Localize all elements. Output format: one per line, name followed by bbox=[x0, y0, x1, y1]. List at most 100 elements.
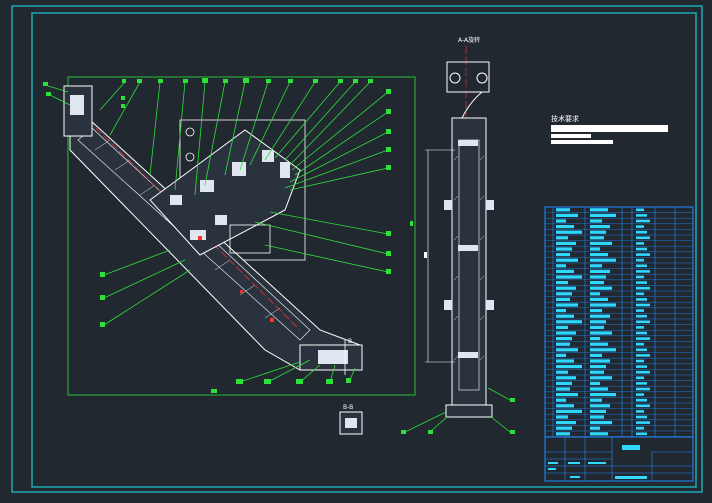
parts-entry-material bbox=[590, 213, 616, 217]
parts-entry-name bbox=[556, 269, 574, 273]
parts-entry-material bbox=[590, 365, 606, 369]
parts-entry-name bbox=[556, 353, 566, 357]
parts-entry-qty bbox=[636, 270, 650, 273]
parts-list-columns bbox=[552, 207, 676, 437]
notes-line-2 bbox=[551, 134, 591, 138]
parts-entry-material bbox=[590, 426, 600, 430]
parts-entry-material bbox=[590, 387, 608, 391]
parts-entry-material bbox=[590, 404, 610, 408]
parts-entry-qty bbox=[636, 258, 644, 262]
parts-entry-qty bbox=[636, 415, 647, 419]
parts-entry-material bbox=[590, 264, 602, 268]
parts-entry-qty bbox=[636, 264, 647, 268]
parts-entry-qty bbox=[636, 365, 647, 368]
parts-entry-name bbox=[556, 286, 576, 290]
parts-entry-name bbox=[556, 370, 568, 374]
inner-frame bbox=[31, 12, 697, 488]
parts-entry-qty bbox=[636, 314, 647, 318]
parts-entry-material bbox=[590, 253, 608, 257]
parts-entry-qty bbox=[636, 275, 644, 279]
parts-entry-qty bbox=[636, 292, 644, 296]
parts-entry-name bbox=[556, 421, 576, 425]
parts-entry-name bbox=[556, 325, 568, 329]
parts-entry-material bbox=[590, 208, 608, 212]
parts-entry-name bbox=[556, 236, 568, 240]
parts-entry-qty bbox=[636, 326, 644, 329]
title-block-code bbox=[615, 476, 647, 479]
outer-frame bbox=[11, 5, 703, 493]
parts-entry-material bbox=[590, 381, 600, 385]
notes-line-1 bbox=[551, 125, 668, 132]
title-block-grid bbox=[545, 437, 693, 481]
parts-entry-material bbox=[590, 241, 612, 245]
red-markers bbox=[198, 236, 274, 322]
parts-entry-name bbox=[556, 393, 578, 397]
parts-entry-material bbox=[590, 236, 604, 240]
parts-entry-name bbox=[556, 253, 570, 257]
parts-entry-qty bbox=[636, 393, 644, 396]
parts-entry-qty bbox=[636, 219, 650, 223]
parts-entry-material bbox=[590, 421, 612, 425]
parts-entry-name bbox=[556, 230, 582, 234]
view-boundary bbox=[67, 76, 416, 396]
parts-entry-material bbox=[590, 398, 602, 402]
parts-entry-name bbox=[556, 264, 566, 268]
parts-entry-material bbox=[590, 309, 602, 313]
parts-list-entries bbox=[556, 208, 650, 436]
parts-entry-qty bbox=[636, 348, 647, 352]
parts-entry-material bbox=[590, 415, 604, 419]
parts-entry-name bbox=[556, 292, 572, 296]
parts-entry-name bbox=[556, 365, 582, 369]
parts-entry-qty bbox=[636, 421, 650, 424]
parts-entry-name bbox=[556, 359, 574, 363]
top-clamp-detail bbox=[70, 95, 84, 115]
parts-list-rows bbox=[545, 212, 693, 437]
parts-entry-qty bbox=[636, 432, 647, 436]
section-label-b: B bbox=[348, 338, 352, 345]
detail-view-b: B-B bbox=[339, 404, 363, 435]
dimension-text bbox=[424, 252, 427, 258]
parts-entry-qty bbox=[636, 247, 647, 251]
column-view-label: A-A旋转 bbox=[458, 36, 480, 44]
parts-entry-qty bbox=[636, 208, 644, 212]
parts-entry-material bbox=[590, 303, 616, 307]
hinge-pin-left bbox=[449, 72, 461, 84]
parts-entry-qty bbox=[636, 242, 644, 245]
parts-entry-material bbox=[590, 275, 606, 279]
parts-entry-material bbox=[590, 247, 600, 251]
parts-entry-qty bbox=[636, 382, 647, 385]
parts-entry-qty bbox=[636, 398, 647, 402]
parts-entry-material bbox=[590, 376, 612, 380]
parts-entry-name bbox=[556, 337, 572, 341]
parts-entry-qty bbox=[636, 404, 650, 408]
parts-entry-material bbox=[590, 297, 608, 301]
notes-title: 技术要求 bbox=[551, 114, 579, 123]
title-block-name bbox=[622, 445, 640, 450]
leader-lines bbox=[44, 81, 389, 383]
parts-entry-name bbox=[556, 331, 576, 335]
parts-entry-material bbox=[590, 432, 608, 436]
parts-entry-qty bbox=[636, 214, 647, 217]
parts-entry-qty bbox=[636, 342, 644, 346]
parts-entry-name bbox=[556, 247, 572, 251]
parts-entry-material bbox=[590, 269, 610, 273]
parts-entry-qty bbox=[636, 376, 644, 380]
parts-entry-name bbox=[556, 208, 570, 212]
notes-line-3 bbox=[551, 140, 613, 144]
parts-entry-name bbox=[556, 348, 578, 352]
parts-entry-material bbox=[590, 320, 606, 324]
parts-entry-name bbox=[556, 309, 566, 313]
parts-entry-name bbox=[556, 426, 572, 430]
parts-entry-material bbox=[590, 393, 616, 397]
main-assembly-view: B bbox=[43, 76, 416, 396]
parts-entry-qty bbox=[636, 320, 650, 324]
mount-hole-2 bbox=[185, 152, 195, 162]
mount-hole-1 bbox=[185, 127, 195, 137]
parts-entry-qty bbox=[636, 359, 644, 363]
column-balloons bbox=[401, 398, 515, 434]
parts-entry-material bbox=[590, 281, 604, 285]
parts-entry-material bbox=[590, 331, 612, 335]
parts-entry-qty bbox=[636, 337, 650, 340]
technical-notes: 技术要求 bbox=[551, 114, 668, 144]
